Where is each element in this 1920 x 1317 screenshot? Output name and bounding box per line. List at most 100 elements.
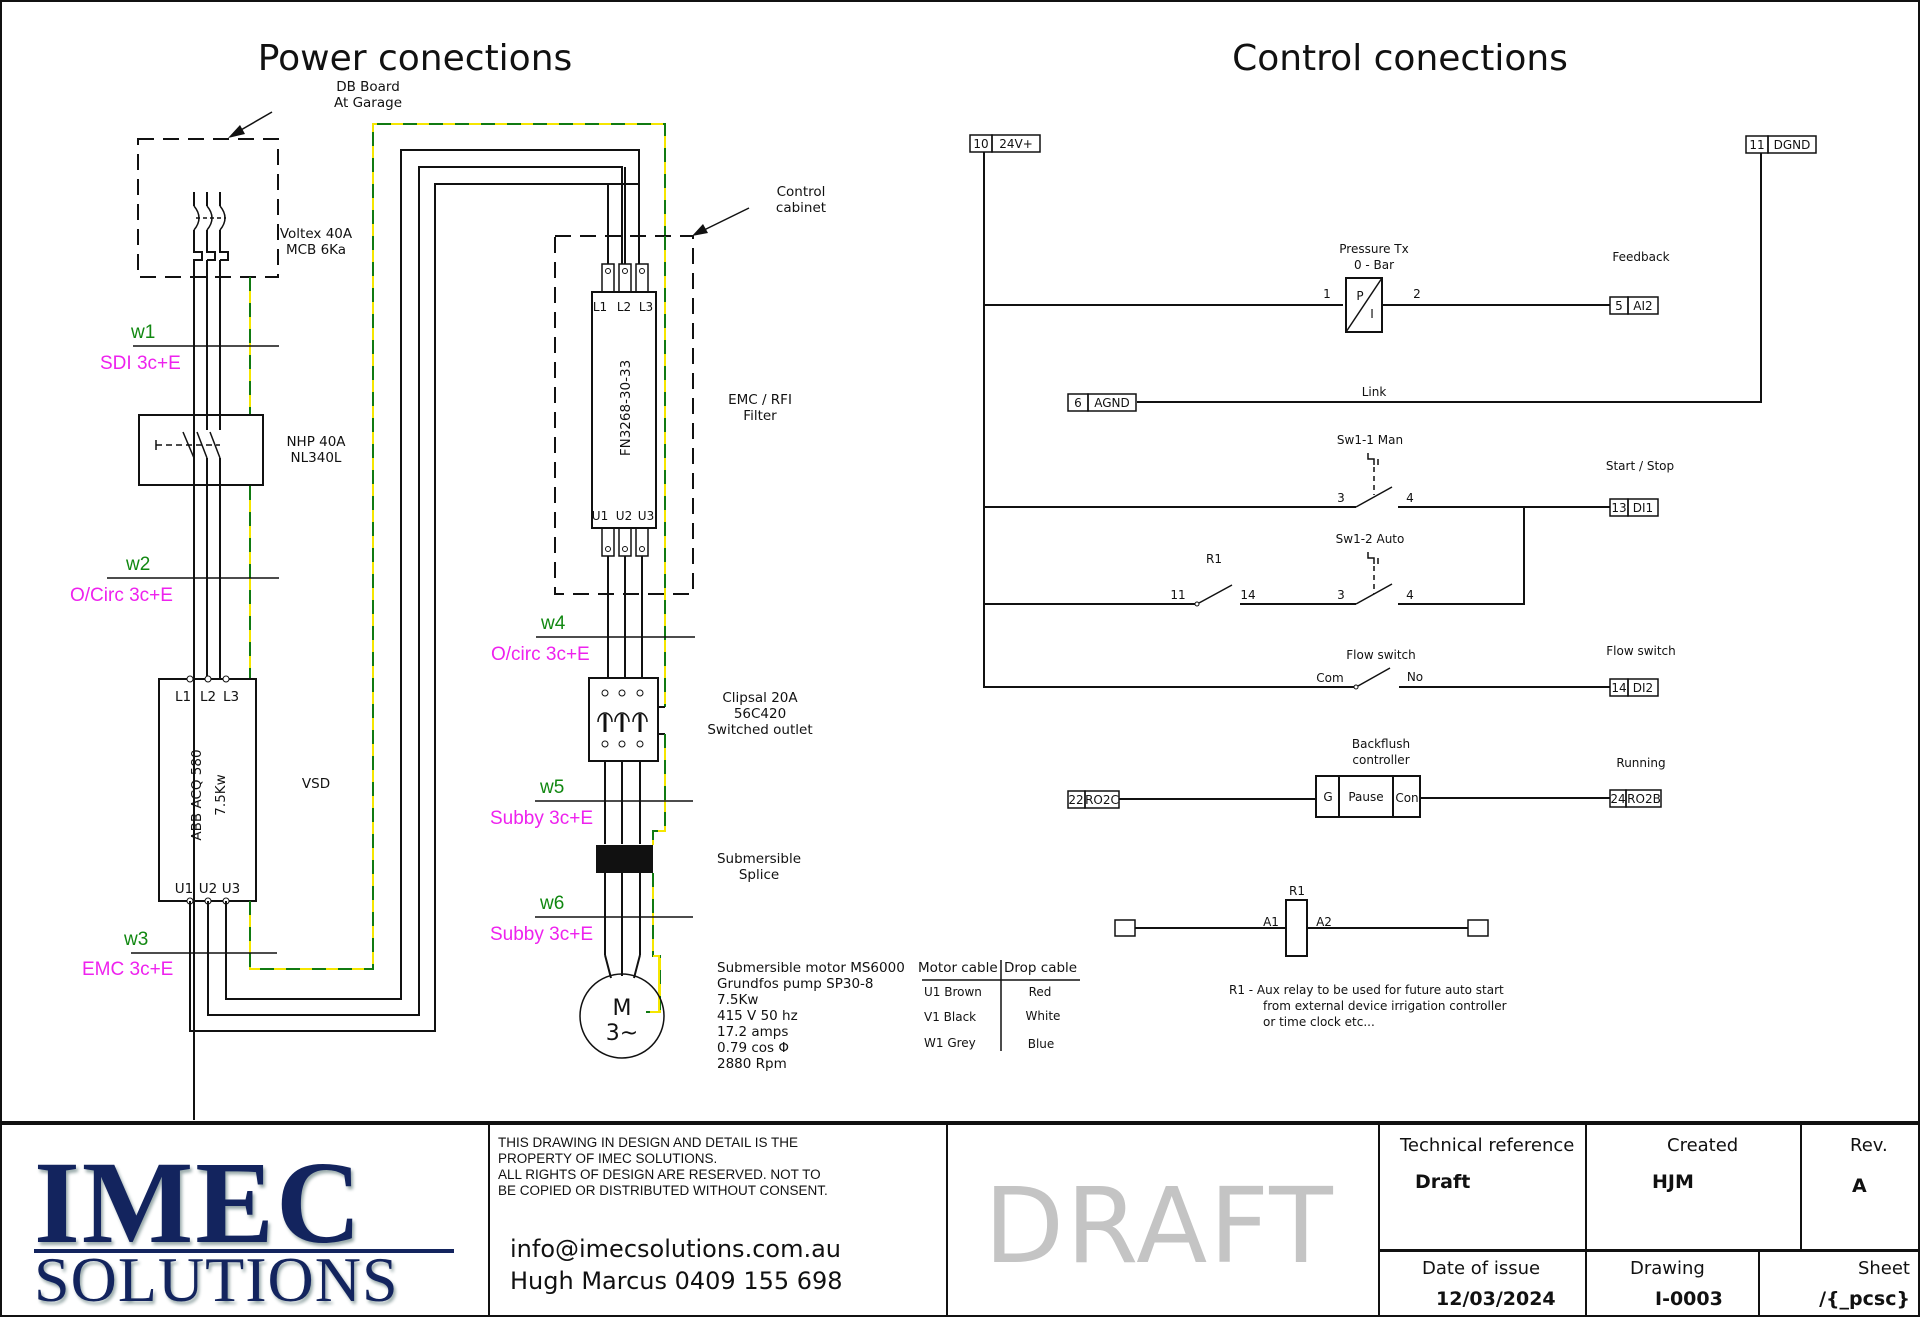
sheet-label: Sheet xyxy=(1857,1258,1910,1279)
power-title: Power conections xyxy=(258,38,573,79)
tech-ref-value: Draft xyxy=(1415,1171,1471,1193)
outlet-label-1: Clipsal 20A xyxy=(722,690,798,706)
cable-id-w2: w2 xyxy=(125,554,150,575)
terminal-di2: 14 DI2 xyxy=(1609,678,1659,697)
terminal-ai2-label: AI2 xyxy=(1633,299,1652,313)
relay-r1-coil xyxy=(1285,899,1308,957)
motor-specs: Submersible motor MS6000 Grundfos pump S… xyxy=(717,960,905,1072)
mcb-label-1: Voltex 40A xyxy=(280,226,353,242)
link-label: Link xyxy=(1362,385,1387,399)
vsd-input-l3: L3 xyxy=(223,689,239,705)
filter-output-u3: U3 xyxy=(638,509,654,523)
flow-switch-contact xyxy=(1357,667,1391,687)
filter-model: FN3268-30-33 xyxy=(618,360,634,456)
filter-label-2: Filter xyxy=(743,408,777,424)
company-logo: IMEC SOLUTIONS xyxy=(0,1125,490,1317)
terminal-dgnd-number: 11 xyxy=(1749,138,1764,152)
terminal-24v-number: 10 xyxy=(973,137,988,151)
vsd-output-u2: U2 xyxy=(199,881,217,897)
sw1-man-contact xyxy=(1355,486,1393,508)
terminal-ai2: 5 AI2 xyxy=(1609,296,1659,315)
outlet-label-2: 56C420 xyxy=(734,706,786,722)
vsd-output-u3: U3 xyxy=(222,881,240,897)
submersible-splice xyxy=(596,845,653,873)
table-row-2-drop: White xyxy=(1026,1009,1061,1023)
rev-label: Rev. xyxy=(1850,1135,1888,1156)
contact-info: info@imecsolutions.com.au Hugh Marcus 04… xyxy=(510,1233,843,1297)
backflush-pause: Pause xyxy=(1348,790,1383,804)
motor-spec-rpm: 2880 Rpm xyxy=(717,1056,787,1072)
sheet-value: /{_pcsc} xyxy=(1819,1288,1910,1310)
schematic: Power conections Control conections DB B… xyxy=(70,38,1817,1120)
tech-ref-label: Technical reference xyxy=(1400,1135,1575,1156)
drawing-cell: Drawing I-0003 xyxy=(1587,1252,1760,1317)
draft-watermark: DRAFT xyxy=(984,1165,1335,1287)
start-stop-label: Start / Stop xyxy=(1606,459,1674,473)
motor-symbol xyxy=(579,973,665,1059)
vsd-output-u2-wire xyxy=(207,166,623,1016)
filter-input-l3: L3 xyxy=(639,300,653,314)
vsd-rating: 7.5Kw xyxy=(213,774,229,815)
cable-id-w6: w6 xyxy=(539,893,564,914)
relay-terminal-right xyxy=(1467,919,1489,937)
relay-terminal-left xyxy=(1114,919,1136,937)
sw1-man-pin-a: 3 xyxy=(1337,491,1345,505)
filter-input-l1: L1 xyxy=(593,300,607,314)
sw1-man-label: Sw1-1 Man xyxy=(1337,433,1403,447)
vsd-output-u3-wire-top xyxy=(225,149,639,1000)
splice-label-2: Splice xyxy=(739,867,779,883)
splice-label-1: Submersible xyxy=(717,851,801,867)
vsd-drive xyxy=(158,678,257,902)
control-cabinet-arrow xyxy=(692,207,750,236)
outlet-label-3: Switched outlet xyxy=(707,722,812,738)
rev-value: A xyxy=(1852,1175,1867,1197)
control-title: Control conections xyxy=(1232,38,1568,79)
table-row-1-drop: Red xyxy=(1029,985,1052,999)
contact-phone: Hugh Marcus 0409 155 698 xyxy=(510,1267,843,1295)
cable-colour-table: Motor cable Drop cable U1 Brown Red V1 B… xyxy=(918,960,1080,1051)
title-block-divider xyxy=(1380,1249,1920,1252)
filter-label-1: EMC / RFI xyxy=(728,392,792,408)
flow-switch-pin-com: Com xyxy=(1316,671,1343,685)
sw1-auto-pin-b: 4 xyxy=(1406,588,1414,602)
legal-text: THIS DRAWING IN DESIGN AND DETAIL IS THE… xyxy=(498,1135,938,1199)
motor-spec-voltage: 415 V 50 hz xyxy=(717,1008,798,1024)
flow-switch-label: Flow switch xyxy=(1346,648,1416,662)
vsd-label: VSD xyxy=(302,776,330,792)
terminal-dgnd: 11 DGND xyxy=(1745,135,1817,154)
created-cell: Created HJM xyxy=(1587,1125,1802,1250)
rev-cell: Rev. A xyxy=(1802,1125,1920,1250)
feedback-label: Feedback xyxy=(1612,250,1669,264)
db-board-arrow xyxy=(228,111,273,138)
cable-id-w3: w3 xyxy=(123,929,148,950)
terminal-ai2-number: 5 xyxy=(1615,299,1623,313)
r1-contact-pin-b: 14 xyxy=(1240,588,1255,602)
drawing-value: I-0003 xyxy=(1655,1288,1723,1310)
date-value: 12/03/2024 xyxy=(1436,1288,1556,1310)
mcb-breaker xyxy=(193,192,229,1120)
contact-email[interactable]: info@imecsolutions.com.au xyxy=(510,1235,841,1263)
pressure-tx-pin1: 1 xyxy=(1323,287,1331,301)
motor-spec-pf: 0.79 cos Φ xyxy=(717,1040,789,1056)
table-row-3-motor: W1 Grey xyxy=(924,1036,976,1050)
date-label: Date of issue xyxy=(1422,1258,1541,1279)
table-row-2-motor: V1 Black xyxy=(924,1010,976,1024)
db-board-enclosure xyxy=(137,138,279,278)
pressure-tx-label-1: Pressure Tx xyxy=(1339,242,1409,256)
pressure-tx-p: P xyxy=(1356,289,1363,303)
terminal-di1: 13 DI1 xyxy=(1609,498,1659,517)
legal-line-1: THIS DRAWING IN DESIGN AND DETAIL IS THE xyxy=(498,1135,799,1150)
tech-ref-cell: Technical reference Draft xyxy=(1380,1125,1587,1250)
cable-type-w4: O/circ 3c+E xyxy=(491,644,590,665)
motor-spec-pump: Grundfos pump SP30-8 xyxy=(717,976,874,992)
motor-spec-power: 7.5Kw xyxy=(717,992,758,1008)
terminal-dgnd-label: DGND xyxy=(1774,138,1811,152)
cable-id-w4: w4 xyxy=(540,613,566,634)
terminal-24v: 10 24V+ xyxy=(969,134,1041,153)
backflush-g: G xyxy=(1323,790,1332,804)
terminal-ro2b: 24 RO2B xyxy=(1609,789,1662,808)
vsd-output-u1-wire xyxy=(189,183,640,1032)
table-row-3-drop: Blue xyxy=(1028,1037,1055,1051)
